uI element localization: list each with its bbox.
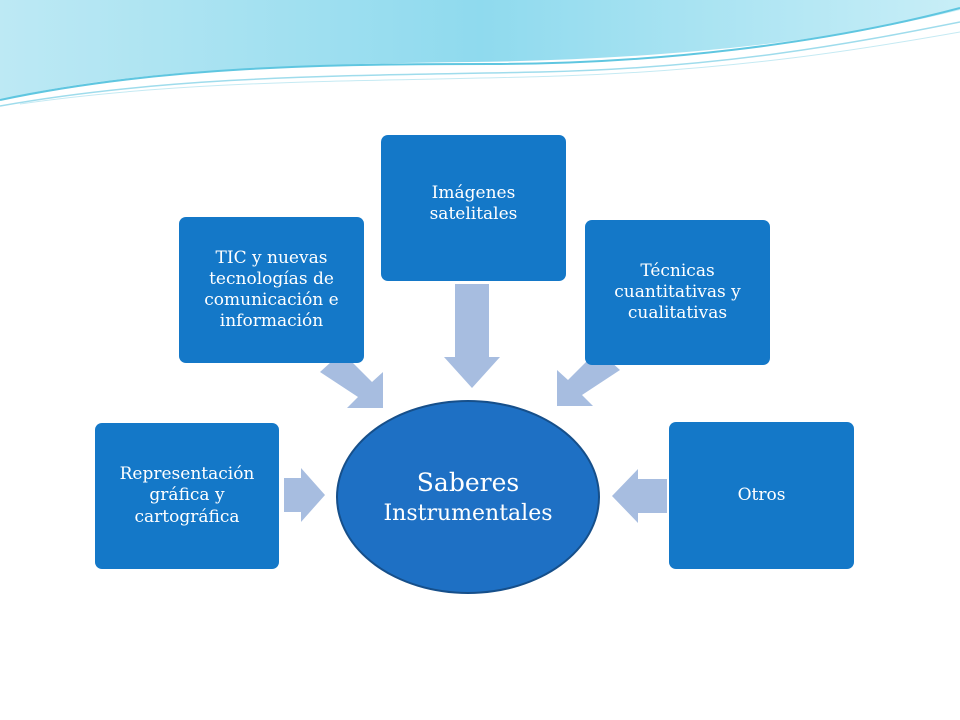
arrow-otros [612,469,667,523]
node-representacion: Representación gráfica y cartográfica [95,423,279,569]
arrow-representacion [284,468,325,522]
center-title-line1: Saberes [416,468,520,497]
header-wave-decoration [0,0,960,107]
arrow-imagenes [444,284,500,388]
node-tic: TIC y nuevas tecnologías de comunicación… [179,217,364,363]
center-node-saberes: Saberes Instrumentales [336,400,600,594]
center-title-line2: Instrumentales [383,501,553,526]
node-representacion-label: Representación gráfica y cartográfica [119,464,255,527]
node-otros: Otros [669,422,854,569]
node-tic-label: TIC y nuevas tecnologías de comunicación… [204,247,339,332]
arrow-tic [320,352,383,408]
node-tecnicas-label: Técnicas cuantitativas y cualitativas [614,260,741,324]
node-tecnicas: Técnicas cuantitativas y cualitativas [585,220,770,365]
node-otros-label: Otros [737,484,786,505]
node-imagenes: Imágenes satelitales [381,135,566,281]
node-imagenes-label: Imágenes satelitales [429,183,518,225]
